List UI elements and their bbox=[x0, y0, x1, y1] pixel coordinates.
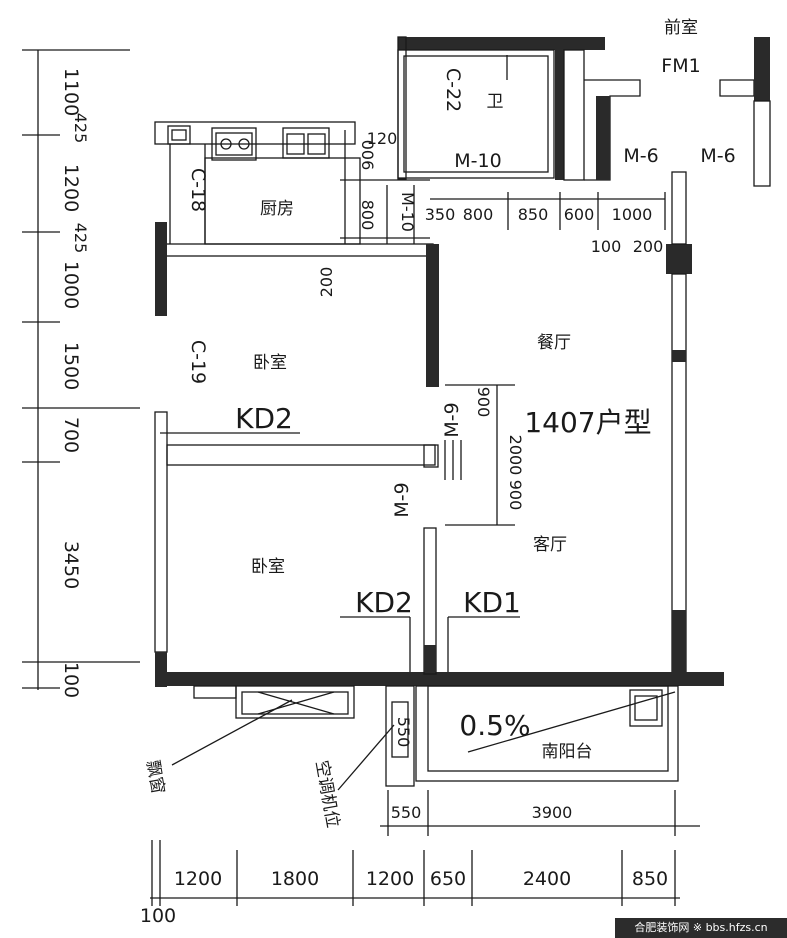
bottom-dim-3900: 3900 bbox=[532, 803, 573, 822]
left-dim-1000: 1000 bbox=[60, 261, 82, 309]
door-code-kd2-upper: KD2 bbox=[235, 402, 293, 435]
door-code-kd2-lower: KD2 bbox=[355, 586, 413, 619]
door-code-m10-kitchen: M-10 bbox=[398, 192, 417, 232]
watermark: 合肥装饰网 ※ bbs.hfzs.cn bbox=[615, 918, 787, 938]
base-dim-1800: 1800 bbox=[271, 868, 319, 890]
base-dim-1200-b: 1200 bbox=[366, 868, 414, 890]
bottom-dim-550: 550 bbox=[391, 803, 422, 822]
left-dim-700: 700 bbox=[60, 417, 82, 453]
top-dim-800: 800 bbox=[463, 205, 494, 224]
room-label-bedroom-upper: 卧室 bbox=[253, 353, 287, 373]
room-label-bath: 卫 bbox=[487, 92, 504, 112]
stove-icon bbox=[211, 127, 257, 161]
bathroom-block: C-22 卫 M-10 bbox=[397, 36, 605, 181]
room-label-bay-window: 飘窗 bbox=[142, 759, 168, 796]
washer-icon bbox=[629, 689, 663, 727]
slope-label: 0.5% bbox=[459, 709, 530, 742]
window-code-c18: C-18 bbox=[187, 168, 209, 212]
interior-dim-200-kitchen: 200 bbox=[317, 267, 336, 298]
front-room-area: 前室 FM1 M-6 M-6 bbox=[584, 18, 771, 187]
interior-dim-550-ac: 550 bbox=[394, 717, 413, 748]
interior-dim-900-top: 900 bbox=[474, 387, 493, 418]
room-label-balcony: 南阳台 bbox=[542, 742, 593, 762]
dining-living: 餐厅 1407户型 客厅 M-9 M-9 900 2000 900 bbox=[391, 333, 652, 555]
interior-dim-2000: 2000 bbox=[506, 435, 525, 476]
room-label-living: 客厅 bbox=[533, 535, 567, 555]
top-dim-600: 600 bbox=[564, 205, 595, 224]
ac-slot-box bbox=[385, 685, 415, 787]
interior-dim-120: 120 bbox=[367, 129, 398, 148]
left-dim-1200: 1200 bbox=[60, 164, 82, 212]
left-dim-425-b: 425 bbox=[71, 223, 90, 254]
base-dim-2400: 2400 bbox=[523, 868, 571, 890]
left-dim-3450: 3450 bbox=[60, 541, 82, 589]
left-dim-100: 100 bbox=[60, 662, 82, 698]
room-label-ac-slot: 空调机位 bbox=[311, 759, 343, 829]
room-label-bedroom-lower: 卧室 bbox=[251, 557, 285, 577]
door-code-m6-a: M-6 bbox=[623, 145, 658, 167]
top-dim-850: 850 bbox=[518, 205, 549, 224]
top-dimension-chain: 350 800 850 600 1000 100 200 bbox=[425, 192, 666, 256]
base-dim-1200-a: 1200 bbox=[174, 868, 222, 890]
door-code-m9-upper: M-9 bbox=[441, 402, 463, 437]
room-label-dining: 餐厅 bbox=[537, 333, 571, 353]
room-label-front-room: 前室 bbox=[664, 18, 698, 38]
bottom-dimension-chain: 550 3900 bbox=[380, 790, 700, 836]
window-code-c22: C-22 bbox=[442, 68, 464, 112]
interior-dim-006: 006 bbox=[358, 140, 377, 171]
door-code-m10-bath: M-10 bbox=[454, 150, 501, 172]
top-dim-1000: 1000 bbox=[612, 205, 653, 224]
door-code-m6-b: M-6 bbox=[700, 145, 735, 167]
left-dim-1100: 1100 bbox=[60, 68, 82, 116]
unit-title: 1407户型 bbox=[524, 406, 651, 439]
door-code-fm1: FM1 bbox=[661, 55, 700, 77]
base-dim-100: 100 bbox=[140, 905, 176, 927]
left-dimension-chain: 1100 425 1200 425 1000 1500 700 3450 100 bbox=[22, 49, 140, 698]
room-label-kitchen: 厨房 bbox=[260, 199, 294, 219]
door-code-m9-lower: M-9 bbox=[391, 482, 413, 517]
top-dim-350: 350 bbox=[425, 205, 456, 224]
top-dim-200: 200 bbox=[633, 237, 664, 256]
left-dim-1500: 1500 bbox=[60, 342, 82, 390]
base-dim-850: 850 bbox=[632, 868, 668, 890]
door-code-kd1: KD1 bbox=[463, 586, 521, 619]
left-dim-425-a: 425 bbox=[71, 113, 90, 144]
window-code-c19: C-19 bbox=[187, 340, 209, 384]
kitchen: C-18 厨房 120 006 800 M-10 bbox=[154, 121, 430, 245]
top-dim-100: 100 bbox=[591, 237, 622, 256]
base-dimension-chain: 1200 1800 1200 650 2400 850 100 bbox=[140, 840, 680, 927]
interior-dim-900-bottom: 900 bbox=[506, 480, 525, 511]
base-dim-650: 650 bbox=[430, 868, 466, 890]
main-walls: 200 C-19 卧室 KD2 卧室 KD2 KD1 bbox=[154, 171, 724, 687]
interior-dim-800: 800 bbox=[358, 200, 377, 231]
